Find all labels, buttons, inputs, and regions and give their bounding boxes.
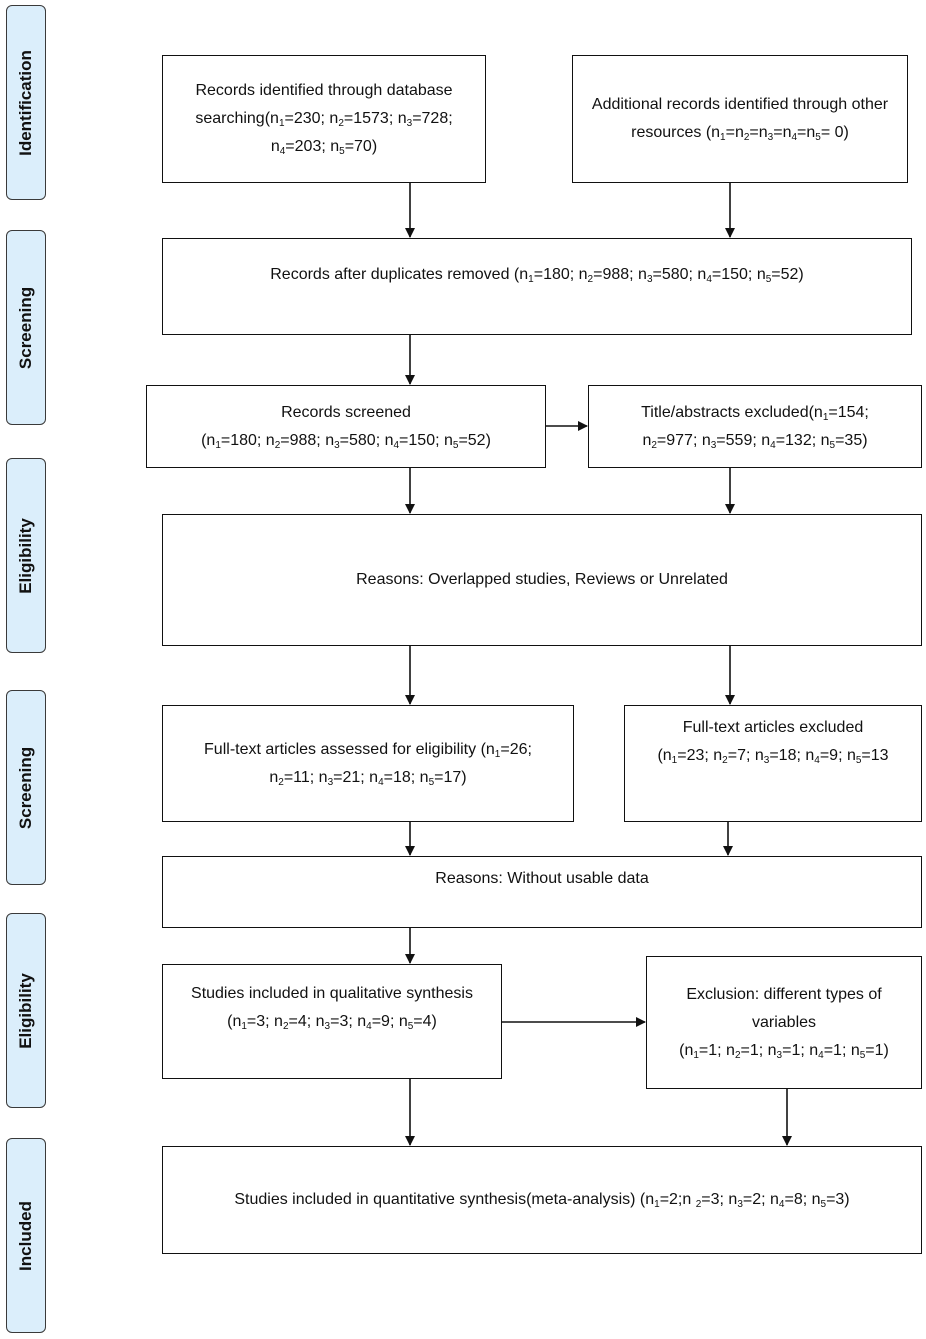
box-reasons-usable-data: Reasons: Without usable data [162,856,922,928]
box-text: Records identified through database sear… [195,82,453,157]
stage-eligibility-1: Eligibility [6,458,46,653]
box-text: Exclusion: different types of variables(… [679,986,889,1061]
box-text: Studies included in qualitative synthesi… [191,985,473,1032]
stage-included: Included [6,1138,46,1333]
box-fulltext-excluded: Full-text articles excluded(n1=23; n2=7;… [624,705,922,822]
box-quantitative-synthesis: Studies included in quantitative synthes… [162,1146,922,1254]
box-text: Studies included in quantitative synthes… [234,1191,850,1210]
box-text: Records after duplicates removed (n1=180… [270,266,804,285]
box-text: Records screened(n1=180; n2=988; n3=580;… [201,403,491,451]
box-text: Reasons: Without usable data [435,870,649,887]
box-duplicates-removed: Records after duplicates removed (n1=180… [162,238,912,335]
stage-screening-2: Screening [6,690,46,885]
stage-identification: Identification [6,5,46,200]
box-fulltext-assessed: Full-text articles assessed for eligibil… [162,705,574,822]
box-text: Additional records identified through ot… [591,96,889,143]
box-text: Full-text articles assessed for eligibil… [204,740,532,788]
box-records-identified: Records identified through database sear… [162,55,486,183]
box-additional-records: Additional records identified through ot… [572,55,908,183]
box-text: Reasons: Overlapped studies, Reviews or … [356,571,728,588]
box-reasons-overlap: Reasons: Overlapped studies, Reviews or … [162,514,922,646]
stage-eligibility-2: Eligibility [6,913,46,1108]
box-records-screened: Records screened(n1=180; n2=988; n3=580;… [146,385,546,468]
box-text: Full-text articles excluded(n1=23; n2=7;… [657,719,889,766]
box-title-abstracts-excluded: Title/abstracts excluded(n1=154;n2=977; … [588,385,922,468]
box-qualitative-synthesis: Studies included in qualitative synthesi… [162,964,502,1079]
stage-screening-1: Screening [6,230,46,425]
box-exclusion-variables: Exclusion: different types of variables(… [646,956,922,1089]
box-text: Title/abstracts excluded(n1=154;n2=977; … [641,403,869,451]
